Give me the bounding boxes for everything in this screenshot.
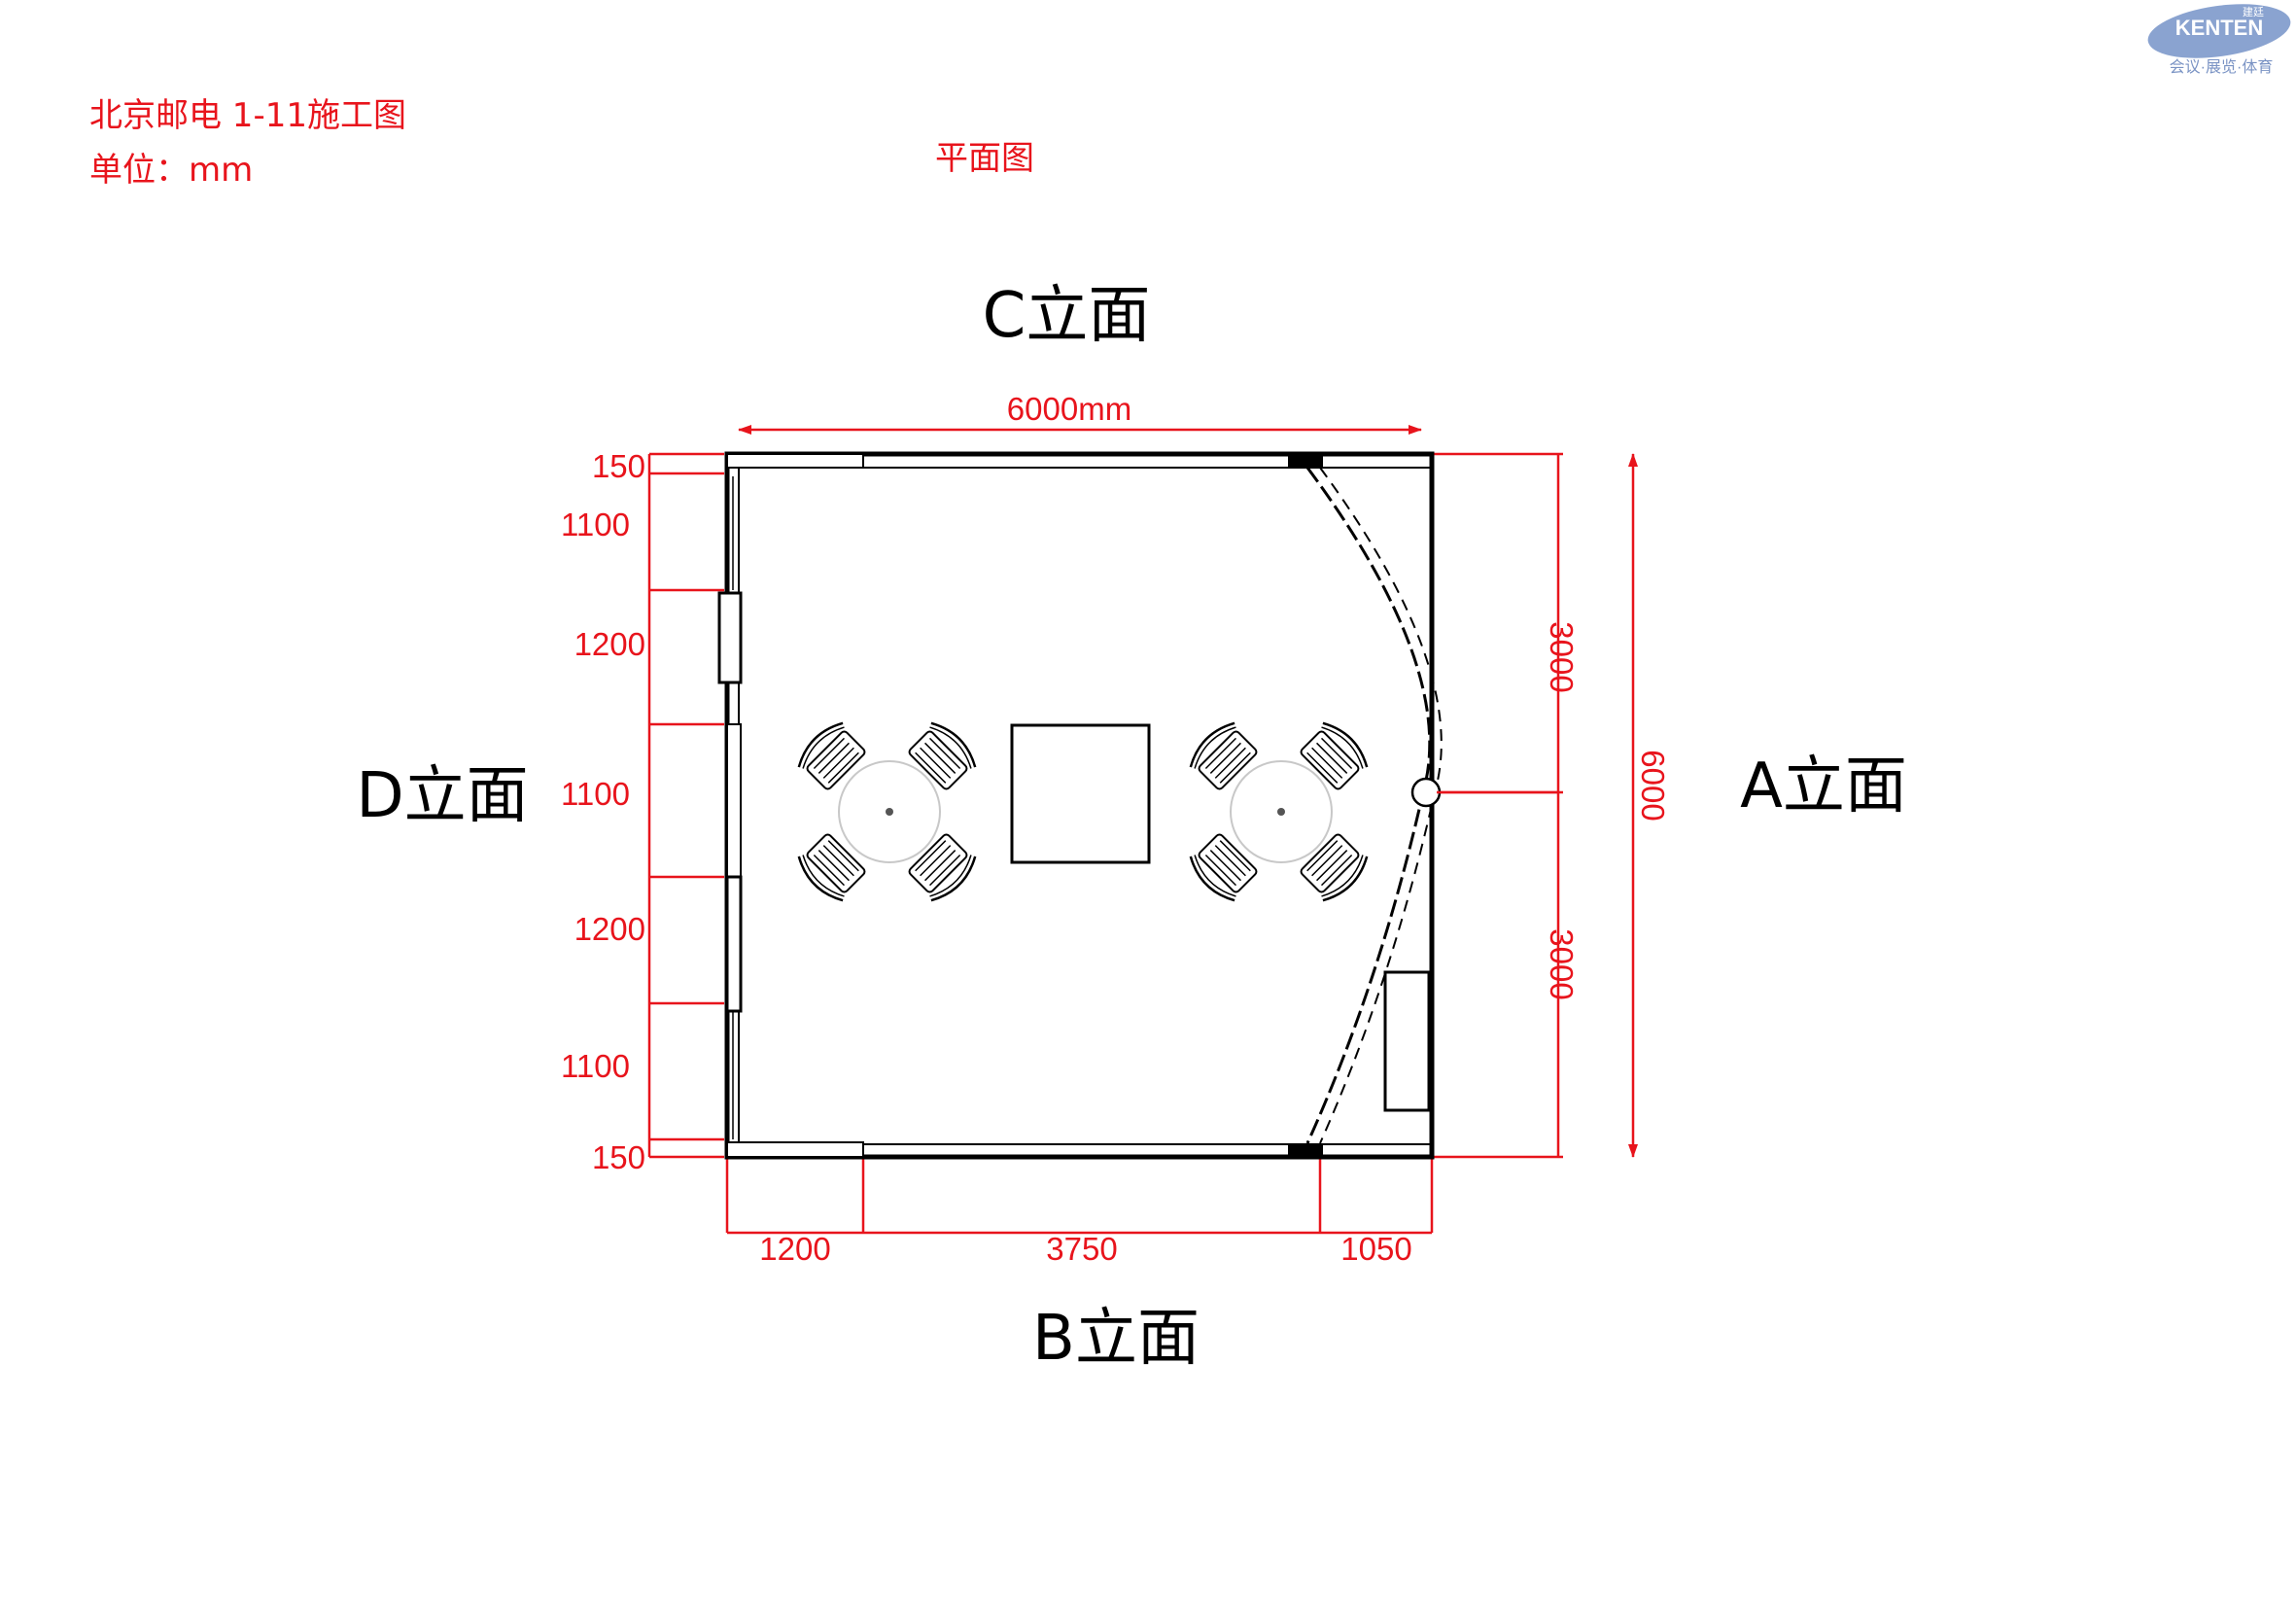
logo-tagline: 会议·展览·体育 [2170, 58, 2274, 76]
door-post-bottom [1288, 1143, 1323, 1157]
left-dim-7: 150 [592, 1139, 645, 1175]
left-dim-3: 1200 [574, 626, 645, 662]
project-title: 北京邮电 1-11施工图 [89, 96, 406, 135]
right-lower-dimension: 3000 [1544, 928, 1580, 999]
left-dim-5: 1200 [574, 911, 645, 947]
elevation-label-bottom: B立面 [1032, 1303, 1200, 1375]
right-table-set [1183, 716, 1374, 908]
drawing-type-title: 平面图 [935, 139, 1034, 178]
top-overall-dimension: 6000mm [738, 391, 1422, 435]
left-dim-4: 1100 [561, 776, 630, 812]
side-counter [1383, 970, 1431, 1112]
door-post-top [1288, 454, 1323, 468]
logo-brand-text: KENTEN [2175, 16, 2263, 40]
left-wall-panels [717, 476, 743, 1139]
elevation-label-right: A立面 [1740, 751, 1907, 822]
curved-glass-wall [1305, 467, 1558, 1144]
elevation-label-left: D立面 [356, 760, 528, 832]
left-dim-1: 150 [592, 448, 645, 484]
left-dimension-chain: 150 1100 1200 1100 1200 1100 150 [561, 448, 724, 1175]
door-pivot-icon [1410, 777, 1442, 808]
right-dimension-chain: 3000 3000 6000 [1431, 452, 1671, 1159]
logo-brand-cn: 建廷 [2243, 5, 2264, 18]
kenten-logo: KENTEN 建廷 会议·展览·体育 [2147, 4, 2291, 76]
center-table [1010, 723, 1151, 864]
left-dim-2: 1100 [561, 507, 630, 542]
bottom-dim-1: 1200 [759, 1231, 830, 1267]
right-upper-dimension: 3000 [1544, 621, 1580, 692]
unit-label: 单位：mm [89, 151, 253, 190]
left-table-set [791, 716, 983, 908]
overall-width-label: 6000mm [1007, 391, 1131, 427]
bottom-dimension-chain: 1200 3750 1050 [725, 1157, 1434, 1267]
elevation-label-top: C立面 [983, 280, 1151, 352]
bottom-dim-3: 1050 [1340, 1231, 1411, 1267]
overall-depth-dimension: 6000 [1635, 750, 1671, 821]
bottom-dim-2: 3750 [1046, 1231, 1117, 1267]
left-dim-6: 1100 [561, 1048, 630, 1084]
